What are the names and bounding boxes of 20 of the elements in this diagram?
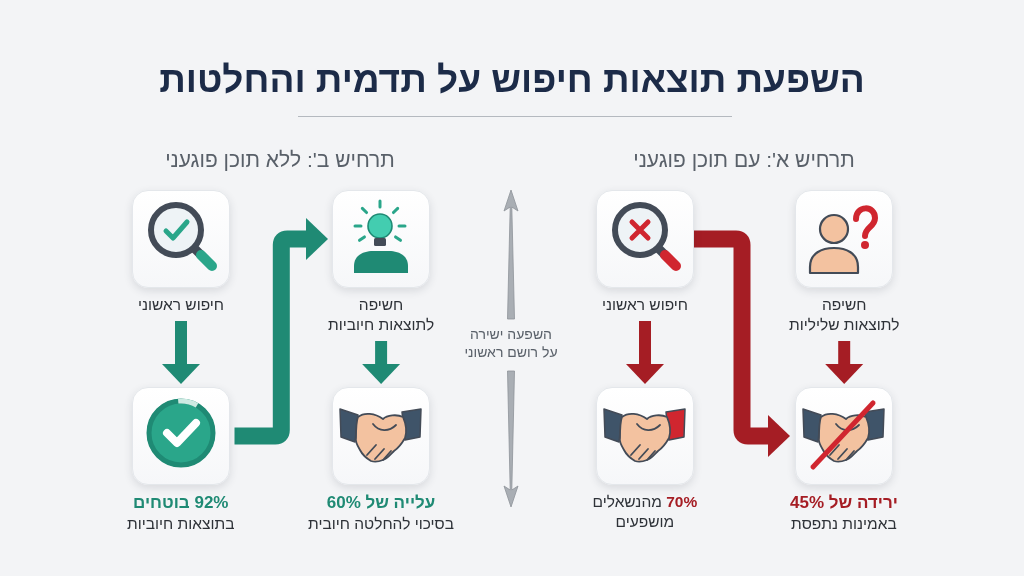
node-label: באמינות נתפסת xyxy=(791,514,897,534)
stat-text: 92% בוטחים xyxy=(133,492,229,514)
node-label: בסיכוי להחלטה חיובית xyxy=(308,514,454,534)
stat-text: ירידה של 45% xyxy=(790,492,898,514)
stat-text: עלייה של 60% xyxy=(326,492,436,514)
arrow xyxy=(825,341,864,384)
node-label: בתוצאות חיוביות xyxy=(127,514,235,534)
title: השפעת תוצאות חיפוש על תדמית והחלטות xyxy=(159,58,865,102)
node-label: חיפוש ראשוני xyxy=(137,295,225,315)
note-text: השפעה ישירה על רושם ראשוני xyxy=(464,325,558,361)
elbow-arrow xyxy=(234,218,328,445)
node-label: חיפוש ראשוני xyxy=(601,295,689,315)
node-label: חשיפה לתוצאות שליליות xyxy=(789,295,900,335)
node-label: חשיפה לתוצאות חיוביות xyxy=(328,295,435,335)
elbow-arrow xyxy=(694,230,790,457)
arrow xyxy=(162,321,200,384)
section-heading: תרחיש א': עם תוכן פוגעני xyxy=(633,147,855,173)
arrow xyxy=(362,341,401,384)
arrow xyxy=(626,321,664,384)
section-heading: תרחיש ב': ללא תוכן פוגעני xyxy=(165,147,395,173)
